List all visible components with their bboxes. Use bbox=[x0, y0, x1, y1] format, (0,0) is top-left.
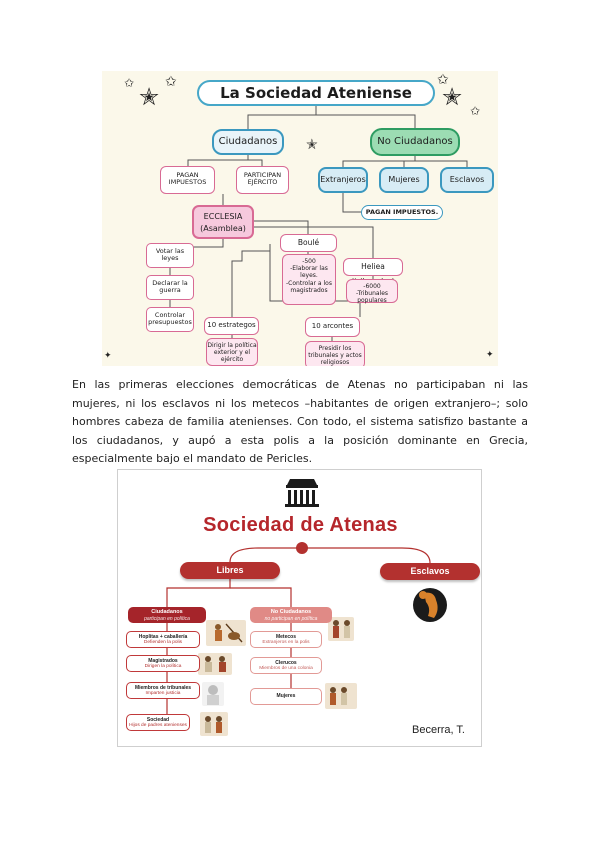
item-sub: Hijos de padres atenienses bbox=[129, 723, 187, 729]
star-icon: ✦ bbox=[104, 351, 112, 361]
item-title: Mujeres bbox=[276, 693, 296, 699]
node-pagan-impuestos: PAGAN IMPUESTOS bbox=[160, 166, 215, 194]
hub-dot bbox=[296, 542, 308, 554]
star-icon: ✭ bbox=[306, 137, 318, 153]
temple-icon bbox=[285, 479, 319, 507]
boule-list: -500 -Elaborar las leyes. -Controlar a l… bbox=[282, 254, 336, 305]
arcontes-desc: Presidir los tribunales y actos religios… bbox=[305, 341, 365, 366]
ciudadanos-sub: participan en política bbox=[144, 615, 190, 622]
node-mujeres: Mujeres bbox=[379, 167, 429, 193]
node-no-ciudadanos: No Ciudadanos bbox=[370, 128, 460, 156]
list-item: Clerucos Miembros de una colonia bbox=[250, 657, 322, 674]
node-ciudadanos: Ciudadanos participan en política bbox=[128, 607, 206, 623]
no-ciudadanos-sub: no participan en política bbox=[264, 615, 318, 622]
node-no-ciudadanos: No Ciudadanos no participan en política bbox=[250, 607, 332, 623]
node-boule: Boulé (consejo) bbox=[280, 234, 337, 262]
node-pagan-impuestos-nc: PAGAN IMPUESTOS. bbox=[361, 205, 443, 220]
hoplite-figure-icon bbox=[206, 620, 246, 646]
asamblea-label: (Asamblea) bbox=[200, 223, 246, 233]
node-participan-ejercito: PARTICIPAN EJÉRCITO bbox=[236, 166, 289, 194]
node-ciudadanos: Ciudadanos bbox=[212, 129, 284, 155]
star-icon: ✩ bbox=[165, 74, 177, 90]
list-item: -500 bbox=[302, 258, 316, 265]
star-icon: ✭ bbox=[139, 83, 160, 111]
list-item: Metecos Extranjeros en la polis bbox=[250, 631, 322, 648]
item-sub: Imparten justicia bbox=[145, 691, 181, 697]
heliea-list: -6000 -Tribunales populares bbox=[346, 279, 398, 305]
bust-icon bbox=[202, 682, 224, 706]
concept-map-sociedad-ateniense: ✩ ✭ ✩ ✩ ✭ ✩ ✭ ✦ ✦ La Sociedad Ateniense … bbox=[102, 71, 498, 366]
estrategos-desc: Dirigir la política exterior y el ejérci… bbox=[206, 338, 258, 366]
star-icon: ✩ bbox=[437, 72, 449, 88]
item-sub: Dirigen la política bbox=[144, 664, 182, 670]
list-item: Hoplitas + caballería Defienden la polis bbox=[126, 631, 200, 648]
list-item: Miembros de tribunales Imparten justicia bbox=[126, 682, 200, 699]
body-paragraph: En las primeras elecciones democráticas … bbox=[72, 378, 528, 466]
list-item: -Elaborar las leyes. bbox=[290, 265, 328, 280]
author-credit: Becerra, T. bbox=[412, 724, 465, 736]
star-icon: ✩ bbox=[470, 104, 481, 118]
node-arcontes: 10 arcontes bbox=[305, 317, 360, 337]
star-icon: ✭ bbox=[442, 83, 463, 111]
node-heliea: Heliea (tribunales) bbox=[343, 258, 403, 286]
list-item: -Controlar a los magistrados bbox=[286, 279, 332, 294]
diagram-title: Sociedad de Atenas bbox=[203, 514, 398, 536]
no-ciudadanos-title: No Ciudadanos bbox=[270, 609, 312, 615]
diagram-graphics bbox=[126, 479, 447, 736]
node-estrategos: 10 estrategos bbox=[204, 317, 259, 335]
list-item: -6000 bbox=[363, 283, 381, 290]
node-controlar-presupuestos: Controlar presupuestos bbox=[146, 307, 194, 332]
node-votar-leyes: Votar las leyes bbox=[146, 243, 194, 268]
citizens-figure-icon bbox=[200, 712, 228, 736]
list-item: -Tribunales populares bbox=[355, 290, 389, 305]
node-extranjeros: Extranjeros bbox=[318, 167, 368, 193]
magistrate-figure-icon bbox=[198, 653, 232, 675]
women-figure-icon bbox=[325, 683, 357, 709]
list-item: Sociedad Hijos de padres atenienses bbox=[126, 714, 190, 731]
greek-vase-slave-icon bbox=[413, 588, 447, 622]
node-esclavos: Esclavos bbox=[380, 563, 480, 580]
item-sub: Extranjeros en la polis bbox=[262, 640, 310, 646]
item-title: Metecos bbox=[275, 634, 296, 640]
item-title: Miembros de tribunales bbox=[134, 685, 192, 691]
item-title: Sociedad bbox=[146, 717, 170, 723]
item-sub: Miembros de una colonia bbox=[259, 666, 313, 672]
node-ecclesia: ECCLESIA (Asamblea) bbox=[192, 205, 254, 239]
node-esclavos: Esclavos bbox=[440, 167, 494, 193]
item-title: Magistrados bbox=[148, 658, 178, 664]
item-title: Clerucos bbox=[275, 660, 297, 666]
item-title: Hoplitas + caballería bbox=[138, 634, 188, 640]
star-icon: ✦ bbox=[486, 350, 494, 360]
list-item: Magistrados Dirigen la política bbox=[126, 655, 200, 672]
star-icon: ✩ bbox=[124, 76, 135, 90]
ciudadanos-title: Ciudadanos bbox=[151, 609, 183, 615]
list-item: Mujeres bbox=[250, 688, 322, 705]
node-libres: Libres bbox=[180, 562, 280, 579]
item-sub: Defienden la polis bbox=[143, 640, 183, 646]
ecclesia-label: ECCLESIA bbox=[203, 212, 243, 221]
meteco-figure-icon bbox=[328, 617, 354, 641]
map-title: La Sociedad Ateniense bbox=[197, 80, 435, 106]
node-declarar-guerra: Declarar la guerra bbox=[146, 275, 194, 300]
diagram-sociedad-de-atenas: Sociedad de Atenas Libres Esclavos Ciuda… bbox=[117, 469, 482, 747]
